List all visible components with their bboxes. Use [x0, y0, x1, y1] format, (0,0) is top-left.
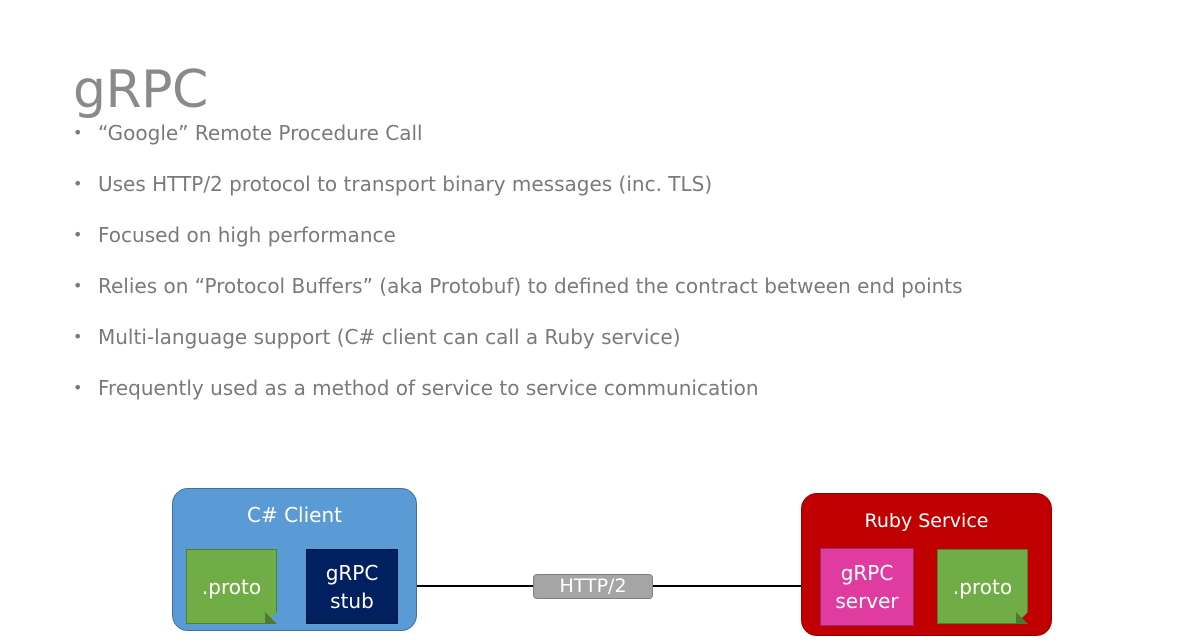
http2-label: HTTP/2 [533, 574, 653, 599]
server-label-line2: server [835, 589, 899, 613]
bullet-dot-icon: • [73, 276, 83, 295]
bullet-item: • “Google” Remote Procedure Call [73, 118, 963, 169]
note-fold-icon [265, 612, 277, 624]
note-fold-icon [1016, 612, 1028, 624]
server-label-line1: gRPC [840, 561, 894, 585]
client-proto-label: .proto [201, 574, 262, 599]
bullet-item: • Relies on “Protocol Buffers” (aka Prot… [73, 271, 963, 322]
bullet-text: Focused on high performance [98, 223, 396, 247]
bullet-item: • Multi-language support (C# client can … [73, 322, 963, 373]
bullet-dot-icon: • [73, 327, 83, 346]
bullet-dot-icon: • [73, 378, 83, 397]
bullet-text: Frequently used as a method of service t… [98, 376, 759, 400]
service-proto-label: .proto [952, 574, 1013, 599]
client-title: C# Client [247, 503, 342, 527]
service-title: Ruby Service [864, 510, 989, 532]
bullet-item: • Uses HTTP/2 protocol to transport bina… [73, 169, 963, 220]
bullet-text: Relies on “Protocol Buffers” (aka Protob… [98, 274, 963, 298]
service-box: Ruby Service gRPC server .proto [801, 493, 1052, 636]
service-proto-note: .proto [937, 549, 1028, 624]
bullet-text: Uses HTTP/2 protocol to transport binary… [98, 172, 713, 196]
bullet-dot-icon: • [73, 123, 83, 142]
bullet-dot-icon: • [73, 174, 83, 193]
bullet-item: • Focused on high performance [73, 220, 963, 271]
client-box: C# Client .proto gRPC stub [172, 488, 417, 631]
bullet-text: “Google” Remote Procedure Call [98, 121, 423, 145]
slide-title: gRPC [73, 59, 208, 120]
grpc-stub-box: gRPC stub [306, 549, 398, 624]
grpc-server-box: gRPC server [820, 548, 914, 626]
stub-label-line1: gRPC [325, 560, 379, 585]
bullet-text: Multi-language support (C# client can ca… [98, 325, 681, 349]
bullet-list: • “Google” Remote Procedure Call • Uses … [73, 118, 963, 424]
client-proto-note: .proto [186, 549, 277, 624]
bullet-dot-icon: • [73, 225, 83, 244]
bullet-item: • Frequently used as a method of service… [73, 373, 963, 424]
stub-label-line2: stub [330, 588, 374, 613]
